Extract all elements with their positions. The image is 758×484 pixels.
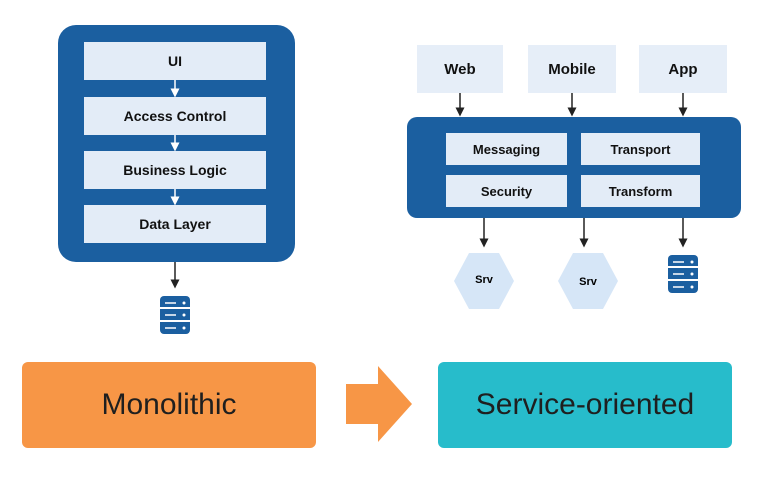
client-mobile: Mobile — [528, 45, 616, 93]
monolithic-banner: Monolithic — [22, 362, 316, 448]
client-app: App — [639, 45, 727, 93]
service-label-1: Srv — [475, 274, 493, 286]
hexagon-service-icon — [454, 253, 514, 309]
layer-business-logic: Business Logic — [84, 151, 266, 189]
module-transform: Transform — [581, 175, 700, 207]
service-oriented-banner: Service-oriented — [438, 362, 732, 448]
database-icon — [668, 255, 698, 293]
database-icon — [160, 296, 190, 334]
service-label-2: Srv — [579, 276, 597, 288]
hexagon-service-icon — [558, 253, 618, 309]
right-arrow-icon — [346, 366, 412, 442]
layer-data: Data Layer — [84, 205, 266, 243]
module-messaging: Messaging — [446, 133, 567, 165]
module-transport: Transport — [581, 133, 700, 165]
layer-access-control: Access Control — [84, 97, 266, 135]
layer-ui: UI — [84, 42, 266, 80]
client-web: Web — [417, 45, 503, 93]
module-security: Security — [446, 175, 567, 207]
